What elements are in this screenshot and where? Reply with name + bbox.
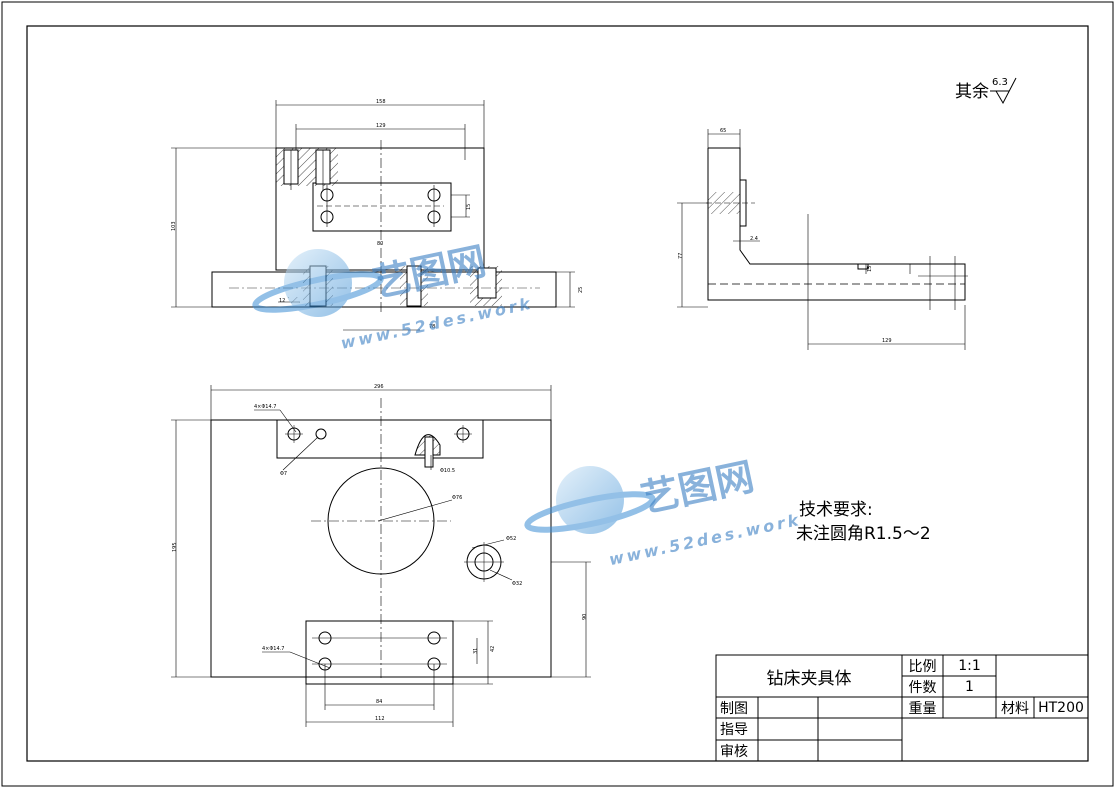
side-view bbox=[706, 147, 968, 310]
watermark-url-1: www.52des.work bbox=[339, 294, 535, 353]
dim-front-base-height: 25 bbox=[578, 287, 584, 293]
front-view-dimensions bbox=[171, 100, 575, 331]
dim-front-top-width: 158 bbox=[376, 99, 386, 105]
dim-plan-right-v: 90 bbox=[582, 614, 588, 620]
dim-front-height: 103 bbox=[171, 221, 177, 231]
dim-side-height: 77 bbox=[678, 253, 684, 259]
watermark-brand-2: 艺图网 bbox=[637, 454, 758, 521]
dim-side-step: 15 bbox=[867, 266, 873, 272]
dim-plan-bot-h2: 42 bbox=[490, 646, 496, 652]
quantity-label: 件数 bbox=[908, 679, 937, 696]
title-block bbox=[715, 654, 1089, 762]
dim-plan-hole-top: 4×Φ14.7 bbox=[254, 404, 276, 410]
dim-front-inner-width: 129 bbox=[376, 123, 386, 129]
weight-label: 重量 bbox=[908, 700, 937, 717]
dim-side-top: 65 bbox=[720, 128, 726, 134]
dim-plan-bot-holes: 4×Φ14.7 bbox=[262, 646, 284, 652]
watermark-logo-2 bbox=[524, 466, 656, 534]
dim-side-web: 2.4 bbox=[750, 236, 758, 242]
plan-view-dim-labels: 296 195 4×Φ14.7 Φ7 Φ10.5 Φ76 Φ52 Φ32 90 … bbox=[172, 384, 588, 722]
dim-plan-bot-w1: 84 bbox=[376, 699, 382, 705]
scale-label: 比例 bbox=[908, 658, 937, 675]
dim-plan-bot-w2: 112 bbox=[375, 716, 385, 722]
roughness-value: 6.3 bbox=[992, 77, 1008, 88]
dim-plan-hole-small: Φ7 bbox=[280, 471, 287, 477]
material-label: 材料 bbox=[1001, 700, 1029, 717]
front-view-dim-labels: 158 129 103 15 80 25 78 12 bbox=[171, 99, 584, 330]
dim-plan-ring-inner: Φ32 bbox=[512, 581, 522, 587]
guide-label: 指导 bbox=[720, 722, 748, 738]
part-name: 钻床夹具体 bbox=[766, 668, 852, 689]
dim-front-small: 12 bbox=[279, 298, 285, 304]
roughness-label: 其余 bbox=[955, 82, 989, 102]
dim-plan-ring-outer: Φ52 bbox=[506, 536, 516, 542]
watermark-logo-1 bbox=[252, 249, 384, 317]
quantity-value: 1 bbox=[965, 678, 974, 695]
roughness-symbol bbox=[990, 77, 1017, 105]
dim-plan-width: 296 bbox=[374, 384, 384, 390]
dim-front-center: 80 bbox=[377, 241, 383, 247]
technical-requirements-heading: 技术要求: bbox=[799, 500, 873, 520]
dim-plan-height: 195 bbox=[172, 542, 178, 552]
side-view-dim-labels: 65 77 2.4 15 129 bbox=[678, 128, 892, 344]
scale-value: 1:1 bbox=[958, 657, 981, 674]
dim-front-bottom: 78 bbox=[429, 324, 435, 330]
drawn-label: 制图 bbox=[720, 700, 748, 717]
watermark-url-2: www.52des.work bbox=[607, 510, 803, 569]
dim-plan-bot-h1: 31 bbox=[473, 648, 479, 654]
material-value: HT200 bbox=[1038, 699, 1084, 716]
dim-front-slot: 15 bbox=[466, 204, 472, 210]
dim-side-bottom: 129 bbox=[882, 338, 892, 344]
side-view-dimensions bbox=[677, 129, 966, 350]
plan-view bbox=[210, 398, 552, 685]
plan-view-dimensions bbox=[171, 385, 591, 727]
drawing-frame bbox=[26, 25, 1089, 762]
dim-plan-slot: Φ10.5 bbox=[440, 468, 455, 474]
technical-requirements-line1: 未注圆角R1.5～2 bbox=[796, 524, 931, 544]
review-label: 审核 bbox=[720, 743, 748, 760]
dim-plan-bore: Φ76 bbox=[452, 495, 462, 501]
